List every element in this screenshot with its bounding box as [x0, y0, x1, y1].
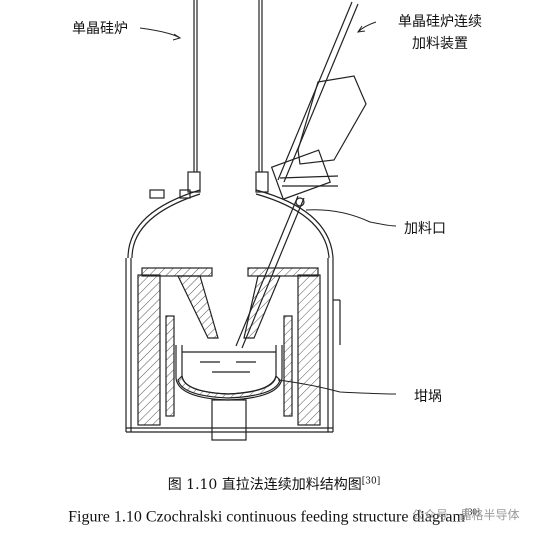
upper-chamber — [187, 0, 269, 193]
furnace-shell — [125, 189, 341, 433]
caption-english-text: Figure 1.10 Czochralski continuous feedi… — [68, 508, 465, 526]
caption-english: Figure 1.10 Czochralski continuous feedi… — [0, 507, 548, 526]
caption-chinese-ref: [30] — [361, 476, 381, 487]
watermark: 公众号 · 晶格半导体 — [412, 508, 520, 522]
furnace-label: 单晶硅炉 — [72, 21, 128, 37]
insulation — [137, 267, 321, 426]
caption-chinese: 图 1.10 直拉法连续加料结构图[30] — [0, 474, 548, 494]
crucible-label: 坩埚 — [414, 389, 442, 405]
inlet-label: 加料口 — [404, 221, 446, 237]
caption-english-ref: [30] — [464, 507, 480, 517]
feeder-label-line1: 单晶硅炉连续 — [398, 14, 482, 30]
crucible — [175, 345, 283, 441]
feeder-label-line2: 加料装置 — [412, 36, 468, 52]
caption-chinese-text: 图 1.10 直拉法连续加料结构图 — [167, 477, 362, 493]
feeding-device — [235, 1, 367, 349]
czochralski-feeding-diagram — [125, 0, 397, 441]
leader-lines — [139, 21, 397, 395]
